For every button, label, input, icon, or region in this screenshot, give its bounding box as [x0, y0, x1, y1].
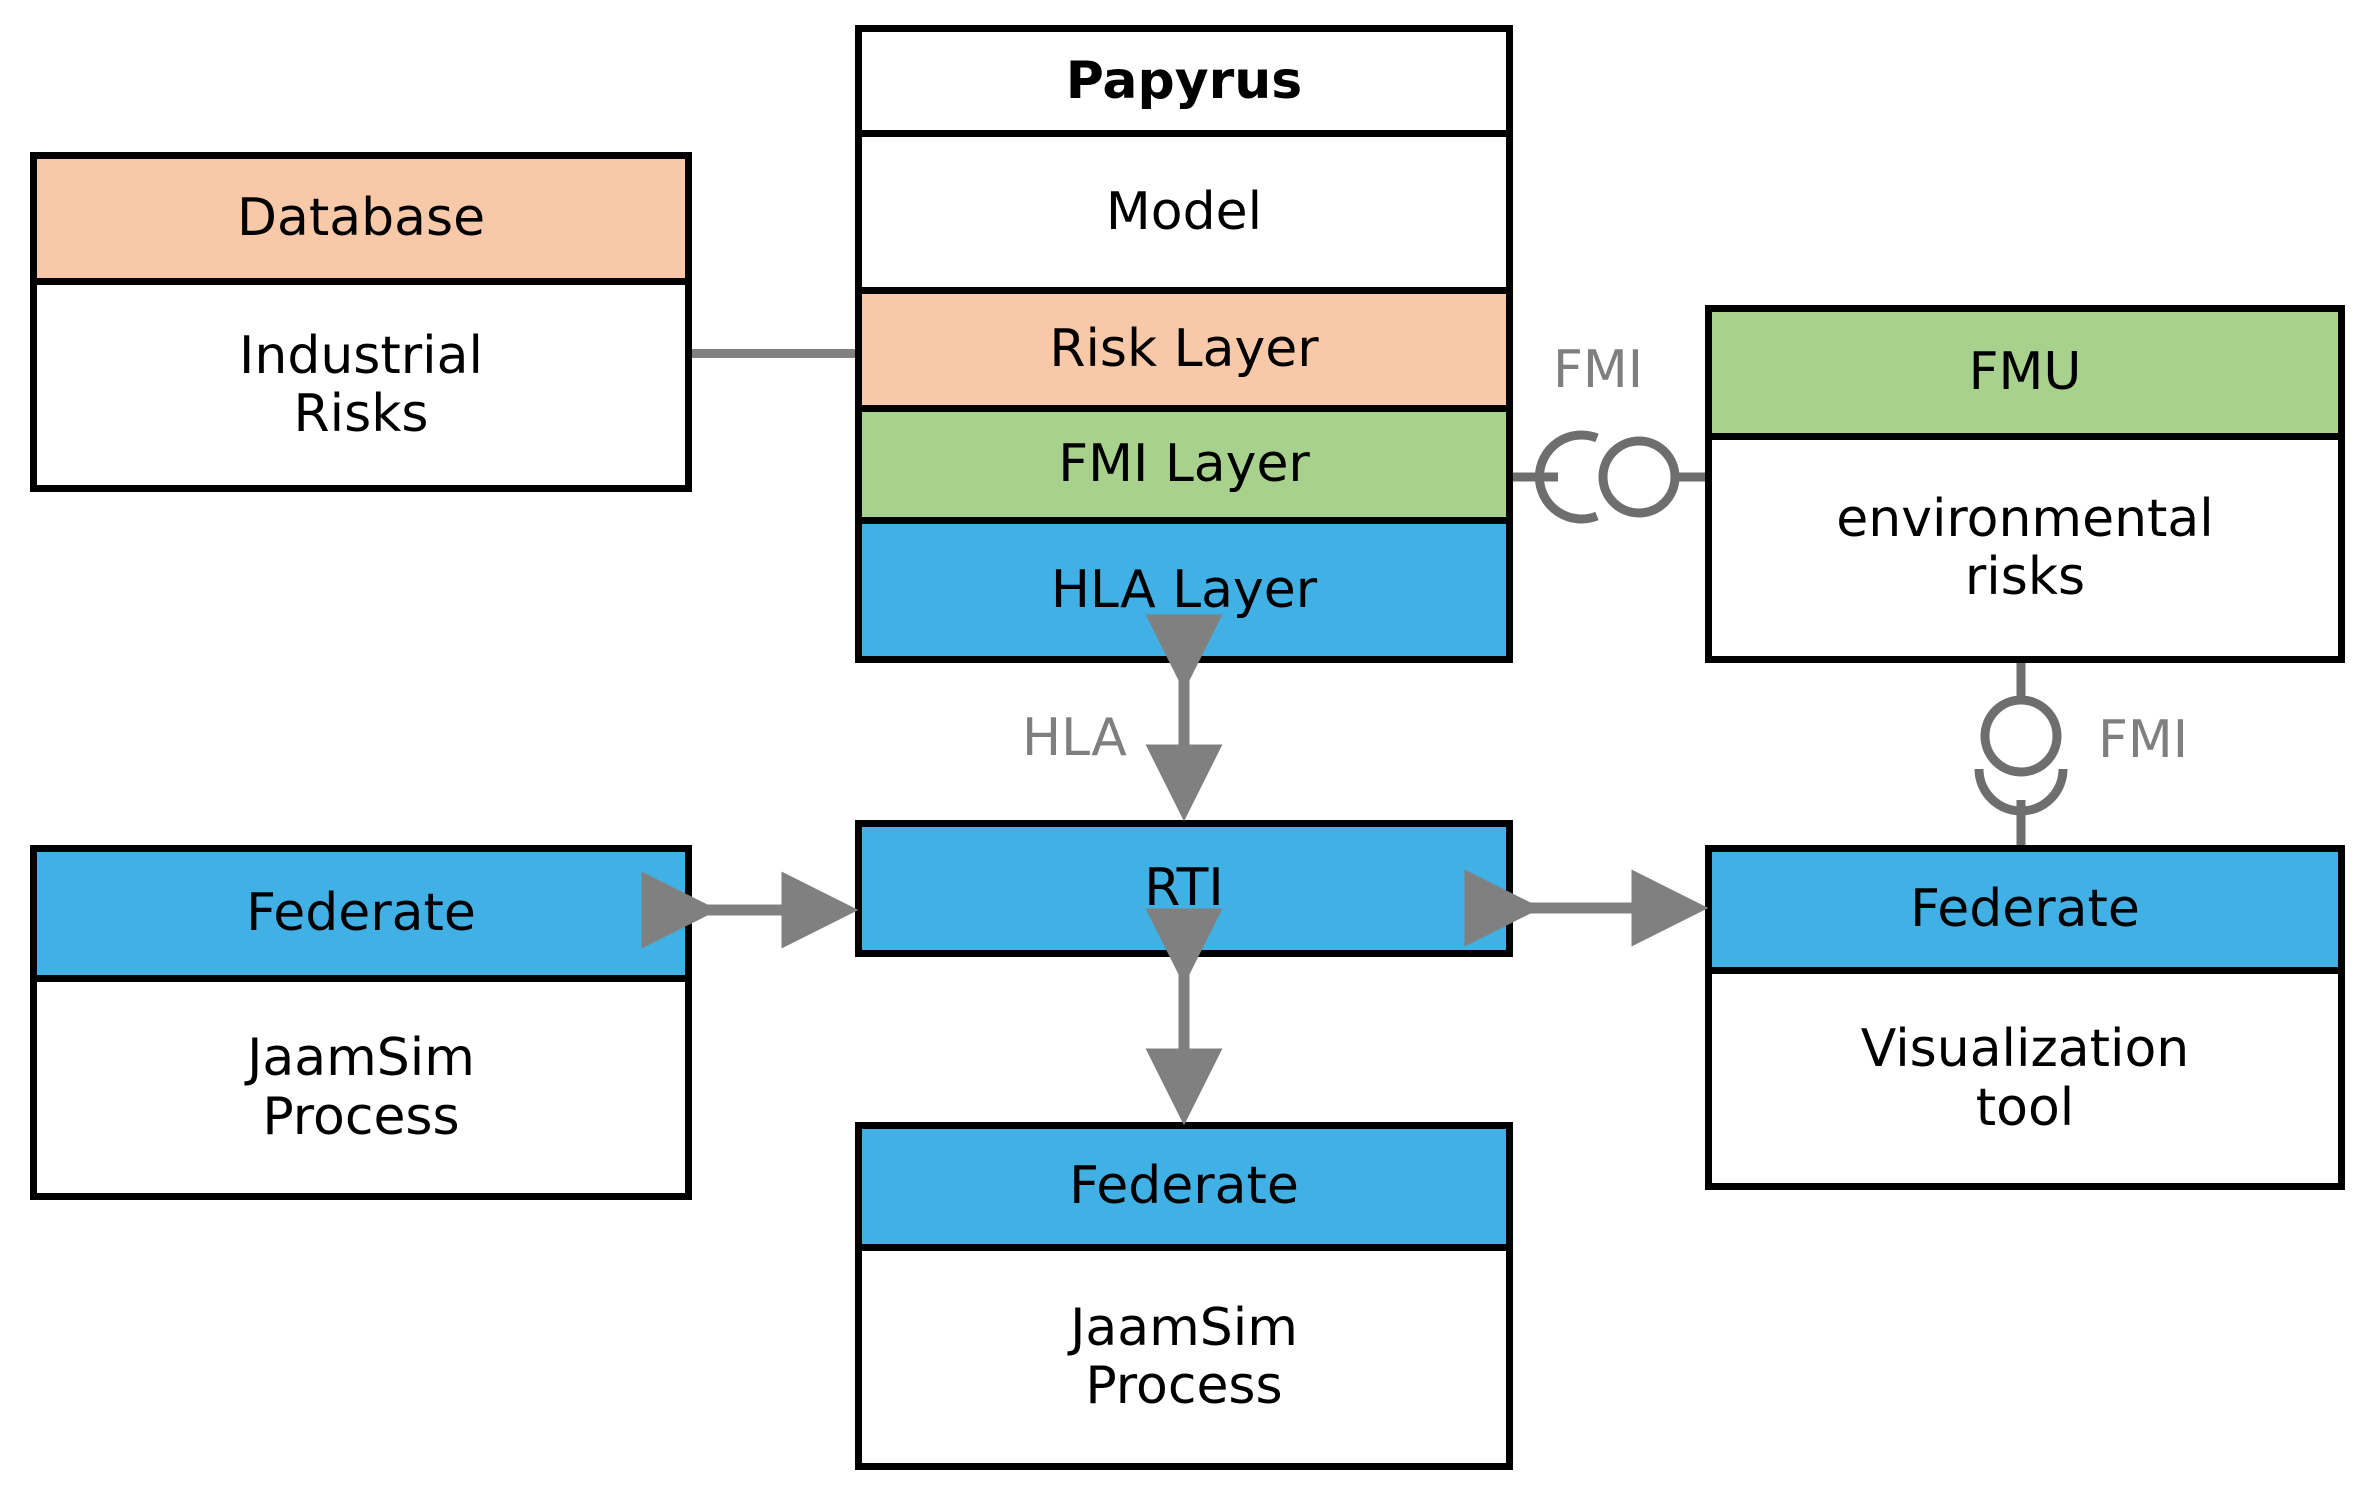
papyrus-row-hla-layer: HLA Layer: [862, 524, 1506, 656]
federate-right-header: Federate: [1712, 852, 2338, 974]
database-body: Industrial Risks: [37, 285, 685, 485]
fmu-header: FMU: [1712, 312, 2338, 440]
label-fmi-right: FMI: [2098, 710, 2189, 770]
federate-left-header: Federate: [37, 852, 685, 982]
federate-bottom-body: JaamSim Process: [862, 1251, 1506, 1463]
rti-label: RTI: [862, 827, 1506, 950]
label-hla: HLA: [1022, 708, 1127, 768]
node-federate-bottom[interactable]: Federate JaamSim Process: [855, 1122, 1513, 1470]
fmi-socket-icon-vertical: [1974, 768, 2068, 816]
papyrus-row-model: Model: [862, 137, 1506, 294]
papyrus-row-risk-layer: Risk Layer: [862, 294, 1506, 412]
fmi-socket-icon: [1534, 430, 1599, 524]
node-federate-right[interactable]: Federate Visualization tool: [1705, 845, 2345, 1190]
fmi-ball-icon: [1598, 436, 1680, 518]
node-database[interactable]: Database Industrial Risks: [30, 152, 692, 492]
node-papyrus[interactable]: Papyrus Model Risk Layer FMI Layer HLA L…: [855, 25, 1513, 663]
node-fmu[interactable]: FMU environmental risks: [1705, 305, 2345, 663]
label-fmi-top: FMI: [1553, 340, 1644, 400]
papyrus-row-fmi-layer: FMI Layer: [862, 412, 1506, 524]
fmu-body: environmental risks: [1712, 440, 2338, 656]
fmi-ball-icon-vertical: [1980, 695, 2062, 777]
node-federate-left[interactable]: Federate JaamSim Process: [30, 845, 692, 1200]
federate-bottom-header: Federate: [862, 1129, 1506, 1251]
connector-fmi-fmu-to-federate-right: [1974, 663, 2068, 845]
federate-left-body: JaamSim Process: [37, 982, 685, 1193]
federate-right-body: Visualization tool: [1712, 974, 2338, 1183]
database-header: Database: [37, 159, 685, 285]
papyrus-header: Papyrus: [862, 32, 1506, 137]
connector-fmi-papyrus-to-fmu: [1513, 430, 1705, 524]
node-rti[interactable]: RTI: [855, 820, 1513, 957]
connector-database-to-papyrus: [690, 349, 858, 358]
